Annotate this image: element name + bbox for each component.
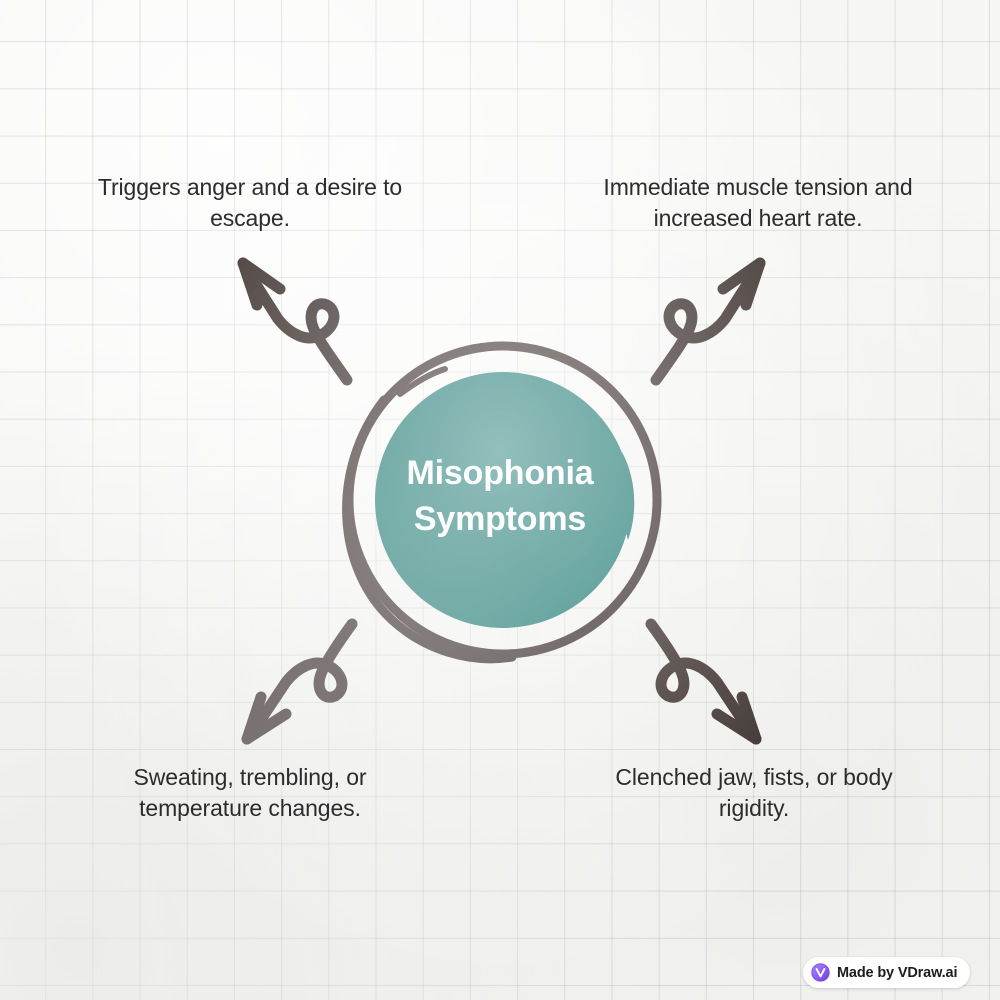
vdraw-watermark-badge[interactable]: Made by VDraw.ai [803, 957, 971, 988]
arrow-top-right [650, 257, 766, 386]
arrow-bottom-left [241, 618, 358, 745]
vdraw-watermark-label: Made by VDraw.ai [837, 964, 958, 981]
vdraw-logo-icon [811, 963, 830, 982]
center-node [342, 341, 662, 664]
label-top-left: Triggers anger and a desire to escape. [97, 174, 403, 231]
arrow-bottom-right [645, 618, 762, 745]
center-disc [375, 372, 631, 628]
label-bottom-left: Sweating, trembling, or temperature chan… [133, 764, 367, 821]
label-top-right: Immediate muscle tension and increased h… [603, 174, 913, 231]
arrow-top-left [237, 257, 353, 386]
label-bottom-right: Clenched jaw, fists, or body rigidity. [615, 764, 893, 821]
